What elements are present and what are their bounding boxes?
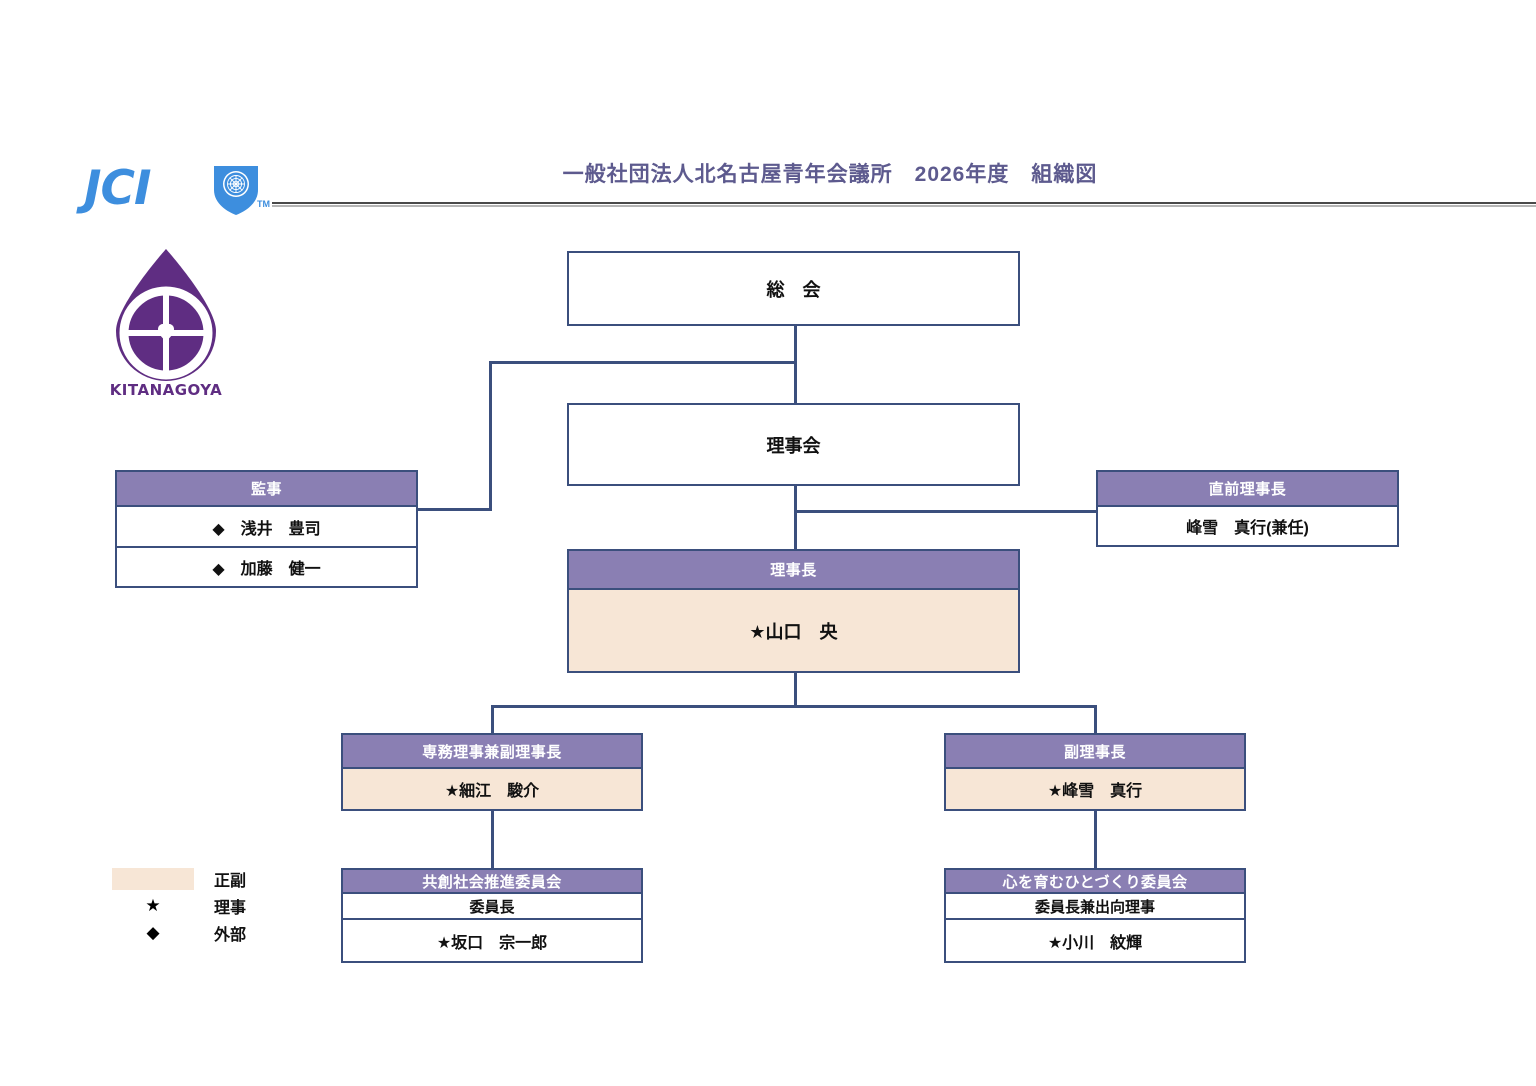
connector-vp-to-committee-right (1094, 811, 1097, 868)
kitanagoya-wordmark: KITANAGOYA (109, 381, 223, 399)
connector-to-vice-president (1094, 705, 1097, 735)
legend-label-officers: 正副 (214, 873, 247, 890)
legend-item-director: ★ 理事 (112, 895, 332, 922)
legend: 正副 ★ 理事 ◆ 外部 (112, 868, 332, 949)
committee-right-name: ★小川 紋輝 (944, 920, 1246, 963)
connector-board-to-president (794, 485, 797, 551)
legend-item-external: ◆ 外部 (112, 922, 332, 949)
connector-assembly-to-board (794, 325, 797, 405)
committee-left-name: ★坂口 宗一郎 (341, 920, 643, 963)
node-general-assembly[interactable]: 総 会 (567, 251, 1020, 326)
legend-star-icon: ★ (145, 896, 161, 915)
legend-swatch-cream (112, 868, 194, 890)
vice-president-name: ★峰雪 真行 (944, 769, 1246, 811)
jci-wordmark: JCI (84, 161, 151, 216)
connector-evp-to-committee-left (491, 811, 494, 868)
auditor-header: 監事 (115, 470, 418, 507)
divider-line-light (272, 205, 1536, 207)
president-name: ★山口 央 (567, 590, 1020, 673)
kitanagoya-logo: KITANAGOYA (96, 243, 236, 408)
node-president[interactable]: 理事長 ★山口 央 (567, 549, 1020, 673)
vice-president-header: 副理事長 (944, 733, 1246, 769)
node-auditor[interactable]: 監事 ◆ 浅井 豊司 ◆ 加藤 健一 (115, 470, 418, 588)
president-header: 理事長 (567, 549, 1020, 590)
legend-item-officers: 正副 (112, 868, 332, 895)
divider-line-dark (272, 202, 1536, 204)
connector-auditor-vertical (489, 361, 492, 511)
board-title: 理事会 (567, 403, 1020, 486)
connector-to-executive-vice-president (491, 705, 494, 735)
committee-left-header: 共創社会推進委員会 (341, 868, 643, 894)
kitanagoya-droplet-icon (116, 249, 216, 381)
node-vice-president[interactable]: 副理事長 ★峰雪 真行 (944, 733, 1246, 811)
connector-auditor-horizontal (416, 508, 492, 511)
legend-diamond-icon: ◆ (146, 923, 160, 942)
node-committee-left[interactable]: 共創社会推進委員会 委員長 ★坂口 宗一郎 (341, 868, 643, 963)
general-assembly-title: 総 会 (567, 251, 1020, 326)
connector-vice-president-bar (491, 705, 1097, 708)
immediate-past-president-header: 直前理事長 (1096, 470, 1399, 507)
legend-label-external: 外部 (214, 927, 247, 944)
node-immediate-past-president[interactable]: 直前理事長 峰雪 真行(兼任) (1096, 470, 1399, 547)
executive-vice-president-header: 専務理事兼副理事長 (341, 733, 643, 769)
connector-past-president-horizontal (794, 510, 1099, 513)
legend-label-director: 理事 (214, 900, 247, 917)
connector-president-down (794, 671, 797, 707)
immediate-past-president-name: 峰雪 真行(兼任) (1096, 507, 1399, 547)
node-executive-vice-president[interactable]: 専務理事兼副理事長 ★細江 駿介 (341, 733, 643, 811)
node-committee-right[interactable]: 心を育むひとづくり委員会 委員長兼出向理事 ★小川 紋輝 (944, 868, 1246, 963)
title-divider (272, 202, 1536, 207)
page-title: 一般社団法人北名古屋青年会議所 2026年度 組織図 (562, 163, 1098, 186)
connector-assembly-to-auditor-horizontal-top (489, 361, 797, 364)
auditor-member-2: ◆ 加藤 健一 (115, 548, 418, 588)
jci-logo: JCI TM (84, 161, 274, 219)
executive-vice-president-name: ★細江 駿介 (341, 769, 643, 811)
jci-trademark-label: TM (257, 199, 270, 209)
committee-right-role: 委員長兼出向理事 (944, 894, 1246, 920)
auditor-member-1: ◆ 浅井 豊司 (115, 507, 418, 548)
node-board-of-directors[interactable]: 理事会 (567, 403, 1020, 486)
jci-shield-icon (214, 166, 258, 215)
committee-left-role: 委員長 (341, 894, 643, 920)
committee-right-header: 心を育むひとづくり委員会 (944, 868, 1246, 894)
